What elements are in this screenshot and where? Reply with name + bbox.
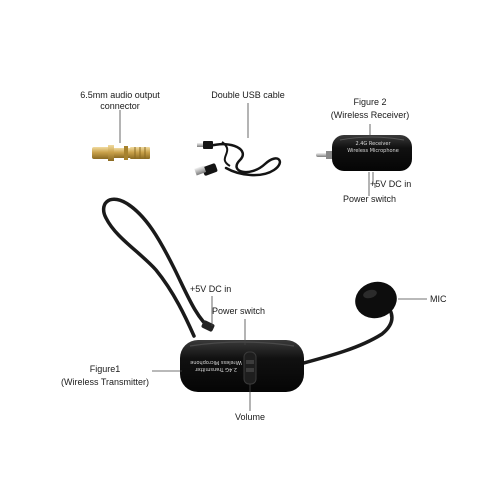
connector-label-line1: 6.5mm audio output — [80, 90, 160, 100]
figure2-label: Figure 2 — [353, 97, 387, 107]
wireless-transmitter-label: (Wireless Transmitter) — [60, 377, 149, 387]
leader-lines — [119, 103, 427, 411]
wireless-transmitter-image — [180, 340, 304, 392]
transmitter-print-line2: Wireless Microphone — [190, 359, 242, 365]
wireless-receiver-label: (Wireless Receiver) — [330, 110, 410, 120]
headset-boom-image — [101, 197, 394, 366]
receiver-print-line1: 2.4G Receiver — [355, 141, 391, 147]
transmitter-power-switch-label: Power switch — [212, 306, 266, 316]
connector-label-line2: connector — [100, 101, 140, 111]
audio-adapter-image — [92, 145, 150, 161]
receiver-print: 2.4G Receiver Wireless Microphone — [342, 141, 404, 155]
mic-foam-image — [355, 281, 397, 319]
volume-label: Volume — [234, 412, 266, 422]
receiver-dc-in-label: +5V DC in — [370, 179, 412, 189]
usb-cable-label: Double USB cable — [211, 90, 285, 100]
connector-label: 6.5mm audio output connector — [70, 90, 170, 112]
receiver-power-switch-label: Power switch — [343, 194, 397, 204]
figure1-label: Figure1 — [89, 364, 121, 374]
wireless-receiver-image — [316, 135, 412, 171]
transmitter-print-line1: 2.4G Transmitter — [195, 366, 237, 372]
transmitter-dc-in-label: +5V DC in — [190, 284, 232, 294]
transmitter-print: 2.4G Transmitter Wireless Microphone — [186, 358, 246, 372]
usb-cable-image — [194, 141, 282, 177]
mic-label: MIC — [430, 294, 447, 304]
receiver-print-line2: Wireless Microphone — [347, 148, 399, 154]
